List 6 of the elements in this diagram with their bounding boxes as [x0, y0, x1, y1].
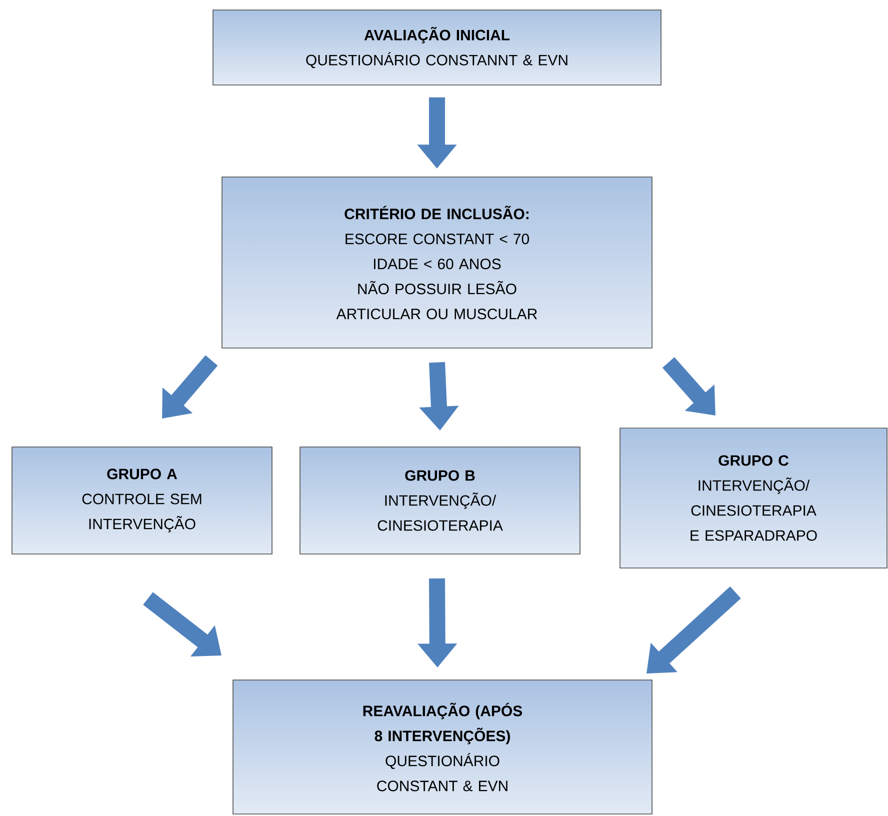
- process-box: REAVALIAÇÃO (APÓS 8 INTERVENÇÕES) QUESTIONÁRIO CONSTANT & EVN: [232, 680, 652, 814]
- process-box: CRITÉRIO DE INCLUSÃO: ESCORE CONSTANT < 70 IDADE < 60 ANOS NÃO POSSUIR LESÃO ARTICULAR OU MUSCULAR: [222, 176, 652, 348]
- process-box: GRUPO A CONTROLE SEM INTERVENÇÃO: [12, 446, 272, 554]
- process-box: GRUPO B INTERVENÇÃO/ CINESIOTERAPIA: [300, 446, 580, 554]
- process-box: AVALIAÇÃO INICIAL QUESTIONÁRIO CONSTANNT & EVN: [212, 10, 662, 86]
- process-box: GRUPO C INTERVENÇÃO/ CINESIOTERAPIA E ESPARADRAPO: [620, 428, 888, 568]
